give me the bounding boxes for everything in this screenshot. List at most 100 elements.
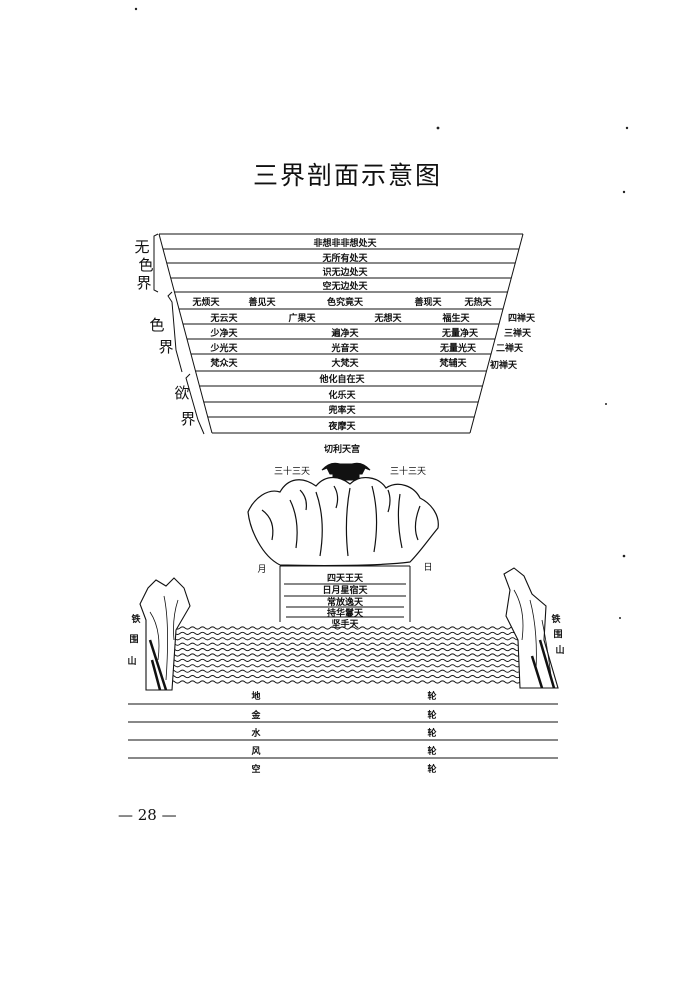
heaven-label: 无量光天 <box>439 342 477 354</box>
realm-name-char: 无 <box>134 238 149 256</box>
heaven-label: 少光天 <box>209 342 238 354</box>
wave-line <box>169 631 521 635</box>
terrace-label: 四天王天 <box>327 573 364 584</box>
heaven-label: 善见天 <box>248 296 276 308</box>
heaven-label: 大梵天 <box>331 357 359 369</box>
formless-realm-bracket <box>153 233 159 293</box>
iron-mountain-right: 铁 围 山 <box>503 567 565 689</box>
iron-mountain-char: 铁 <box>551 613 560 625</box>
wheel-layers <box>128 703 558 759</box>
realm-name-char: 界 <box>136 274 151 292</box>
trapezoid-left-edge <box>158 233 213 434</box>
wheel-label-left: 风 <box>251 746 260 757</box>
wheel-labels: 地 轮 金 轮 水 轮 风 轮 空 轮 <box>250 690 436 775</box>
heaven-label: 夜摩天 <box>327 420 356 432</box>
wave-line <box>169 626 521 630</box>
iron-mountain-left: 铁 围 山 <box>127 577 191 691</box>
desire-realm-bracket <box>185 373 205 435</box>
heaven-label: 非想非非想处天 <box>313 237 377 249</box>
terrace-labels: 四天王天 日月星宿天 常放逸天 持华鬘天 坚手天 <box>322 573 368 630</box>
heaven-label: 无烦天 <box>191 296 220 308</box>
thirty-three-heavens-right: 三十三天 <box>390 465 426 477</box>
heaven-label: 梵众天 <box>210 357 238 369</box>
heaven-label: 无云天 <box>209 313 238 324</box>
wheel-label-left: 空 <box>251 763 260 775</box>
page-number: — 28 — <box>118 806 177 824</box>
realm-name-char: 界 <box>158 338 173 356</box>
fourth-dhyana-pure-abodes: 无烦天 善见天 色究竟天 善现天 无热天 <box>191 296 492 308</box>
sumeru-peak <box>247 476 439 567</box>
heaven-label: 光音天 <box>330 342 359 354</box>
heaven-label: 无想天 <box>373 312 402 324</box>
iron-mountain-char: 围 <box>553 629 562 640</box>
heaven-label: 无所有处天 <box>321 252 368 264</box>
iron-mountain-char: 围 <box>129 634 138 645</box>
heaven-label: 他化自在天 <box>318 373 365 385</box>
trapezoid-right-edge <box>469 233 524 434</box>
wave-line <box>169 642 521 646</box>
iron-mountain-char: 铁 <box>131 613 140 625</box>
form-realm-rows: 无云天 广果天 无想天 福生天 少净天 遍净天 无量净天 少光天 光音天 无量光… <box>209 312 479 369</box>
heaven-label: 梵辅天 <box>439 357 467 369</box>
terrace-label: 日月星宿天 <box>322 584 368 596</box>
sumeru-terraces <box>279 565 411 622</box>
form-realm-bracket <box>167 291 183 373</box>
scan-specks <box>134 7 629 619</box>
mount-sumeru: 切利天宫 三十三天 三十三天 月 日 <box>247 443 439 630</box>
thirty-three-heavens-left: 三十三天 <box>274 465 310 477</box>
moon-label: 月 <box>257 564 266 575</box>
heaven-label: 无热天 <box>463 296 492 308</box>
wave-line <box>169 669 521 673</box>
terrace-label: 持华鬘天 <box>327 607 364 619</box>
band-dividers <box>162 248 520 434</box>
dhyana-group-label: 初禅天 <box>490 359 518 371</box>
iron-mountain-left-rock <box>139 577 191 691</box>
wave-line <box>169 637 521 641</box>
wheel-label-left: 地 <box>251 690 260 702</box>
iron-mountain-char: 山 <box>127 655 136 667</box>
palace-label: 切利天宫 <box>324 443 360 455</box>
heaven-label: 识无边处天 <box>322 266 368 278</box>
realm-names: 无 色 界 色 界 欲 界 <box>134 238 195 428</box>
dhyana-group-label: 二禅天 <box>496 342 524 354</box>
wheel-label-right: 轮 <box>427 745 436 757</box>
wave-line <box>169 648 521 652</box>
diagram-title: 三界剖面示意图 <box>252 161 442 190</box>
dhyana-group-label: 三禅天 <box>504 327 532 339</box>
heaven-label: 化乐天 <box>328 389 356 401</box>
wave-line <box>169 658 521 662</box>
heaven-label: 遍净天 <box>330 327 359 339</box>
desire-heavens: 他化自在天 化乐天 兜率天 夜摩天 <box>318 373 365 432</box>
realm-name-char: 欲 <box>174 384 189 402</box>
wave-line <box>169 675 521 679</box>
heaven-label: 广果天 <box>288 312 316 324</box>
heaven-label: 无量净天 <box>441 327 479 339</box>
heaven-label: 福生天 <box>441 312 470 324</box>
iron-mountain-char: 山 <box>555 644 564 656</box>
wheel-label-right: 轮 <box>427 727 436 739</box>
heaven-label: 善现天 <box>414 296 442 308</box>
wave-line <box>169 664 521 668</box>
dhyana-group-label: 四禅天 <box>508 312 536 324</box>
wheel-label-right: 轮 <box>427 690 436 702</box>
ocean-waves <box>169 626 521 684</box>
wheel-label-right: 轮 <box>427 709 436 721</box>
wheel-label-left: 金 <box>250 709 261 721</box>
palace-icon <box>321 462 371 481</box>
wave-line <box>169 653 521 657</box>
heaven-label: 少净天 <box>209 327 238 339</box>
wheel-label-right: 轮 <box>427 763 436 775</box>
realm-name-char: 色 <box>138 256 153 274</box>
wheel-label-left: 水 <box>251 727 261 739</box>
formless-heavens: 非想非非想处天 无所有处天 识无边处天 空无边处天 <box>313 237 377 292</box>
wave-line <box>169 680 521 684</box>
heaven-label: 色究竟天 <box>327 296 364 308</box>
heaven-label: 空无边处天 <box>322 280 368 292</box>
heavens-trapezoid <box>153 233 524 435</box>
heaven-label: 兜率天 <box>328 404 356 416</box>
sun-label: 日 <box>423 562 432 573</box>
realm-name-char: 色 <box>149 316 164 334</box>
realm-name-char: 界 <box>180 410 195 428</box>
